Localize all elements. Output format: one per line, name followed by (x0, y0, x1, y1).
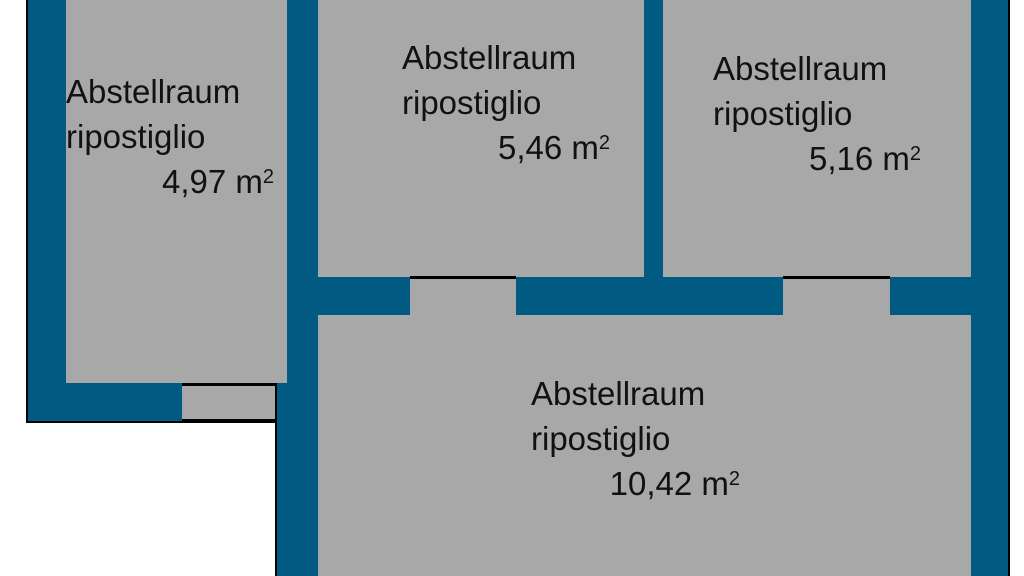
wall-horizontal-seg2 (516, 277, 783, 315)
room-name-it: ripostiglio (66, 118, 206, 155)
room-label-left: Abstellraum ripostiglio 4,97 m2 (66, 69, 274, 204)
room-name-de: Abstellraum (402, 39, 577, 76)
wall-right-outer (971, 0, 1010, 576)
room-label-large: Abstellraum ripostiglio 10,42 m2 (531, 371, 740, 506)
door-top-right (783, 277, 890, 315)
room-left (66, 0, 287, 383)
wall-left-bottom (26, 383, 182, 423)
room-name-it: ripostiglio (531, 420, 671, 457)
room-area: 4,97 m2 (161, 163, 274, 200)
wall-left-outer (26, 0, 66, 423)
room-label-top-middle: Abstellraum ripostiglio 5,46 m2 (402, 35, 610, 170)
door-line (182, 419, 275, 423)
door-left-room (182, 383, 275, 423)
wall-horizontal-seg1 (318, 277, 410, 315)
room-name-de: Abstellraum (713, 50, 888, 87)
wall-between-top-rooms (644, 0, 663, 315)
wall-inner-vertical-lower (275, 383, 318, 576)
room-area: 5,16 m2 (808, 140, 921, 177)
room-label-top-right: Abstellraum ripostiglio 5,16 m2 (713, 46, 921, 181)
room-area: 10,42 m2 (609, 465, 740, 502)
room-area: 5,46 m2 (497, 129, 610, 166)
room-name-de: Abstellraum (66, 73, 241, 110)
door-top-middle (410, 277, 516, 315)
door-line (783, 276, 890, 279)
door-line (182, 383, 275, 386)
room-name-it: ripostiglio (713, 95, 853, 132)
door-line (410, 276, 516, 279)
wall-horizontal-seg3 (890, 277, 972, 315)
room-large (318, 315, 971, 576)
room-name-it: ripostiglio (402, 84, 542, 121)
room-name-de: Abstellraum (531, 375, 706, 412)
room-top-middle (318, 0, 644, 277)
room-top-right (663, 0, 971, 277)
